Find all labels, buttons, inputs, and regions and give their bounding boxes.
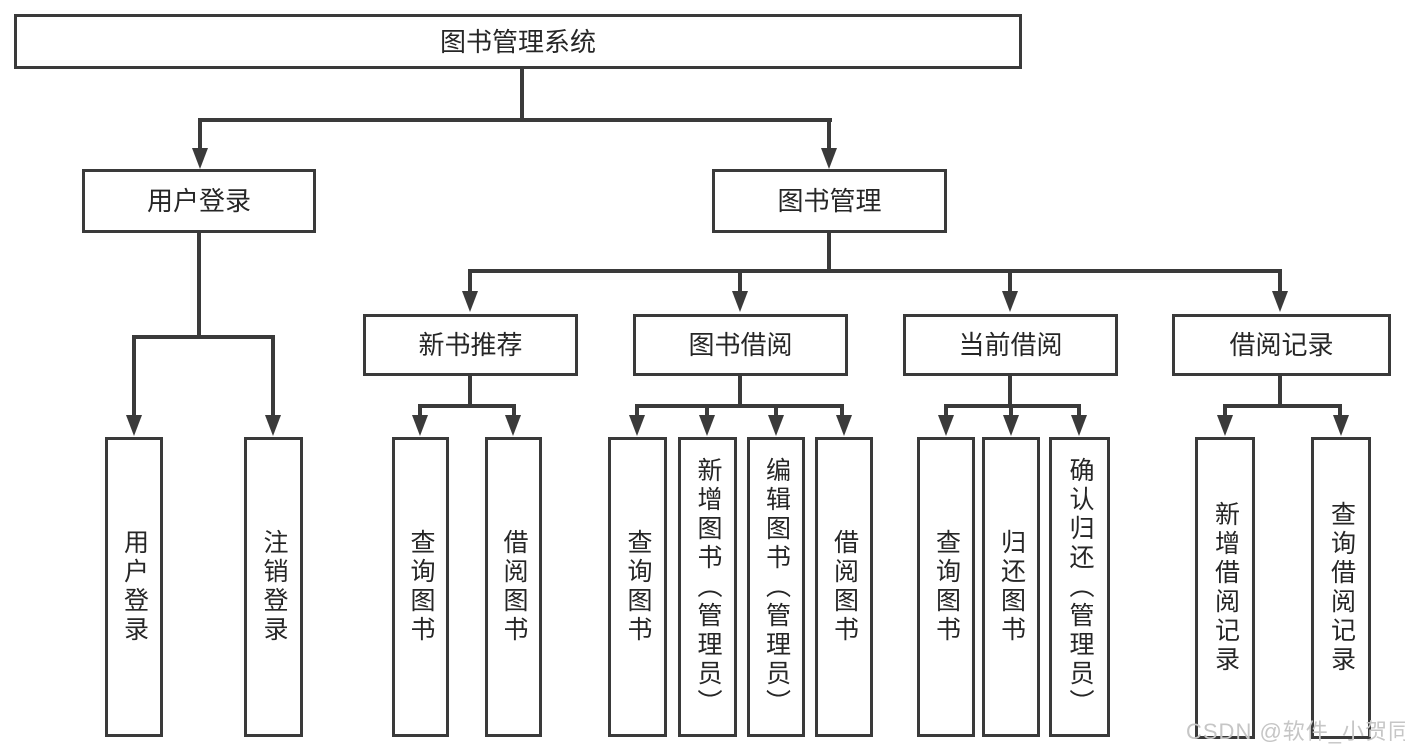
- arrow-down-icon: [629, 415, 645, 436]
- leaf-add-borrow-record: 新增借阅记录: [1195, 437, 1255, 739]
- arrow-down-icon: [836, 415, 852, 436]
- leaf-query-books: 查询图书: [608, 437, 667, 737]
- connector-stem: [705, 404, 709, 417]
- leaf-return-books: 归还图书: [982, 437, 1040, 737]
- arrow-down-icon: [938, 415, 954, 436]
- node-current-borrow: 当前借阅: [903, 314, 1118, 376]
- connector-bookmgmt-drop: [827, 233, 831, 272]
- leaf-logout: 注销登录: [244, 437, 303, 737]
- connector-group-hline: [1223, 404, 1342, 408]
- connector-group-drop: [738, 374, 742, 408]
- connector-group-drop: [1278, 374, 1282, 408]
- connector-root-hline: [198, 118, 832, 122]
- connector-stem: [418, 404, 422, 417]
- arrow-down-icon: [462, 291, 478, 312]
- arrow-down-icon: [1333, 415, 1349, 436]
- leaf-query-books: 查询图书: [392, 437, 449, 737]
- connector-stem: [271, 335, 275, 416]
- leaf-borrow-books: 借阅图书: [815, 437, 873, 737]
- node-book-borrow: 图书借阅: [633, 314, 848, 376]
- arrow-down-icon: [1217, 415, 1233, 436]
- arrow-down-icon: [1003, 415, 1019, 436]
- arrow-down-icon: [821, 148, 837, 169]
- connector-group-hline: [635, 404, 844, 408]
- arrow-down-icon: [1002, 291, 1018, 312]
- connector-stem: [1223, 404, 1227, 417]
- connector-stem: [1008, 269, 1012, 292]
- connector-stem: [635, 404, 639, 417]
- arrow-down-icon: [192, 148, 208, 169]
- connector-stem: [840, 404, 844, 417]
- node-borrow-records: 借阅记录: [1172, 314, 1391, 376]
- arrow-down-icon: [768, 415, 784, 436]
- connector-stem: [827, 118, 831, 150]
- connector-stem: [944, 404, 948, 417]
- connector-stem: [198, 118, 202, 150]
- connector-bookmgmt-hline: [468, 269, 1282, 273]
- connector-group-drop: [1008, 374, 1012, 408]
- connector-userlogin-drop: [197, 233, 201, 339]
- node-root: 图书管理系统: [14, 14, 1022, 69]
- connector-stem: [1077, 404, 1081, 417]
- node-new-book-recommend: 新书推荐: [363, 314, 578, 376]
- connector-group-drop: [468, 374, 472, 408]
- leaf-confirm-return-admin: 确认归还（管理员）: [1049, 437, 1110, 737]
- connector-stem: [738, 269, 742, 292]
- connector-stem: [1338, 404, 1342, 417]
- node-user-login: 用户登录: [82, 169, 316, 233]
- arrow-down-icon: [1272, 291, 1288, 312]
- connector-stem: [1278, 269, 1282, 292]
- connector-stem: [132, 335, 136, 416]
- connector-stem: [468, 269, 472, 292]
- csdn-watermark: CSDN @软件_小贺同学: [1186, 719, 1405, 744]
- connector-group-hline: [418, 404, 516, 408]
- arrow-down-icon: [505, 415, 521, 436]
- leaf-user-login: 用户登录: [105, 437, 163, 737]
- arrow-down-icon: [412, 415, 428, 436]
- node-book-management: 图书管理: [712, 169, 947, 233]
- arrow-down-icon: [265, 415, 281, 436]
- leaf-add-books-admin: 新增图书（管理员）: [678, 437, 737, 737]
- connector-stem: [512, 404, 516, 417]
- connector-userlogin-hline: [132, 335, 275, 339]
- connector-stem: [1009, 404, 1013, 417]
- leaf-edit-books-admin: 编辑图书（管理员）: [747, 437, 805, 737]
- arrow-down-icon: [126, 415, 142, 436]
- arrow-down-icon: [732, 291, 748, 312]
- leaf-borrow-books: 借阅图书: [485, 437, 542, 737]
- leaf-query-borrow-record: 查询借阅记录: [1311, 437, 1371, 739]
- connector-stem: [774, 404, 778, 417]
- connector-root-drop: [520, 66, 524, 121]
- arrow-down-icon: [1071, 415, 1087, 436]
- arrow-down-icon: [699, 415, 715, 436]
- leaf-query-books: 查询图书: [917, 437, 975, 737]
